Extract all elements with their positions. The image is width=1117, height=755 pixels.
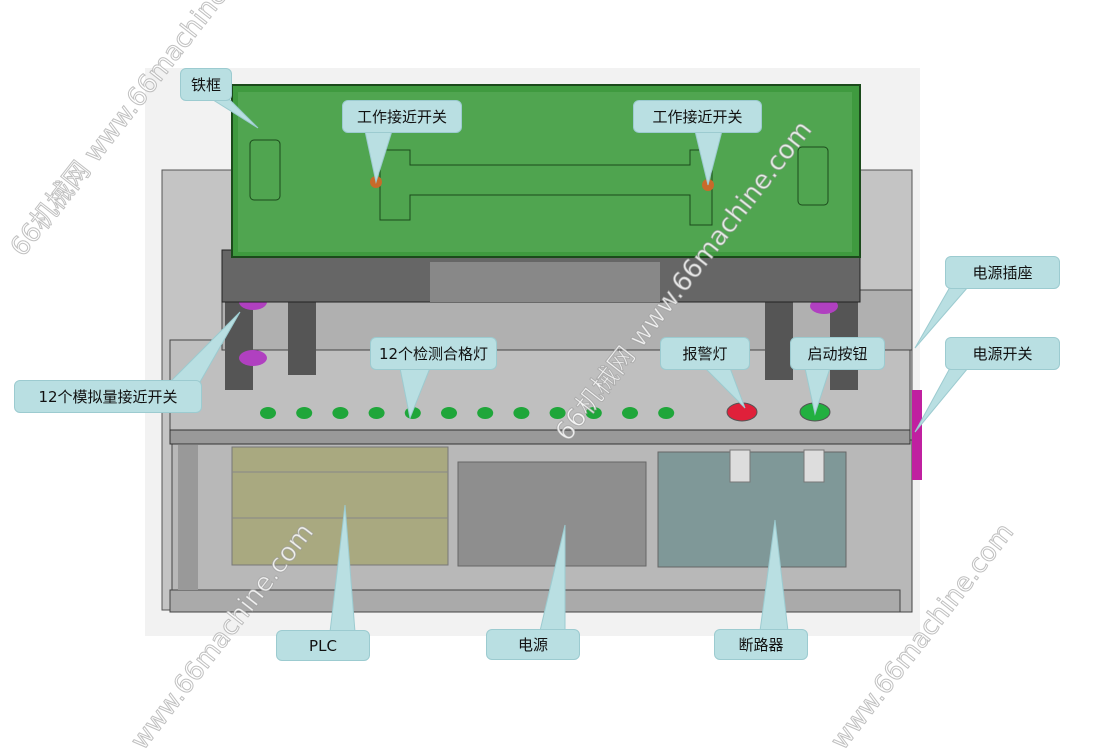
callout-alarm-light: 报警灯 bbox=[660, 337, 750, 370]
pass-indicator-light bbox=[296, 407, 313, 419]
pass-indicator-light bbox=[585, 407, 602, 419]
pass-indicator-light bbox=[368, 407, 385, 419]
callout-analog-sensors: 12个模拟量接近开关 bbox=[14, 380, 202, 413]
pass-indicator-light bbox=[332, 407, 349, 419]
pass-indicator-light bbox=[260, 407, 276, 419]
callout-power-socket: 电源插座 bbox=[945, 256, 1060, 289]
pass-indicator-light bbox=[441, 407, 457, 419]
pass-indicator-light bbox=[477, 407, 494, 419]
callout-pass-lights: 12个检测合格灯 bbox=[370, 337, 497, 370]
callout-start-button: 启动按钮 bbox=[790, 337, 885, 370]
callout-work-sensor-left: 工作接近开关 bbox=[342, 100, 462, 133]
callout-power-supply: 电源 bbox=[486, 629, 580, 660]
callout-breaker: 断路器 bbox=[714, 629, 808, 660]
callout-work-sensor-right: 工作接近开关 bbox=[633, 100, 762, 133]
power-supply-module bbox=[457, 461, 647, 567]
callout-plc: PLC bbox=[276, 630, 370, 661]
callout-frame: 铁框 bbox=[180, 68, 232, 101]
callout-power-switch: 电源开关 bbox=[945, 337, 1060, 370]
pass-indicator-light bbox=[549, 407, 566, 419]
pass-indicator-light bbox=[622, 407, 638, 419]
machine-drawing bbox=[145, 68, 970, 636]
pass-indicator-light bbox=[658, 407, 675, 419]
power-switch[interactable] bbox=[912, 390, 922, 480]
pass-indicator-light bbox=[513, 407, 530, 419]
